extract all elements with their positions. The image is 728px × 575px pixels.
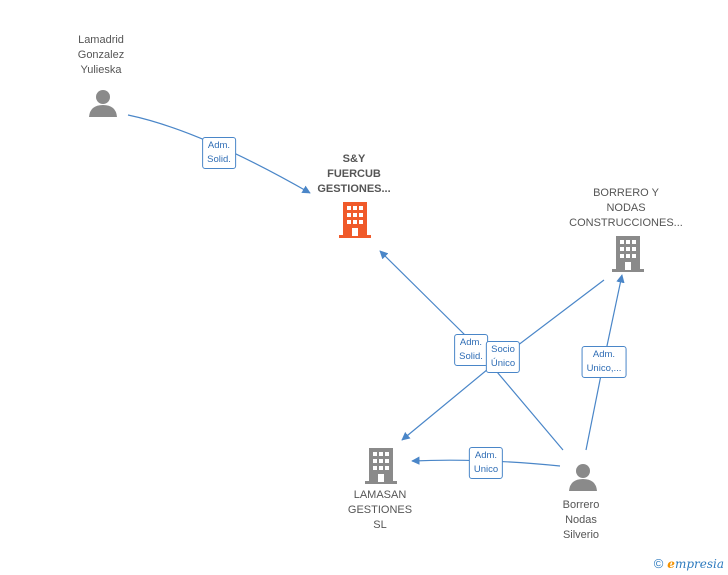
building-icon[interactable] bbox=[339, 202, 371, 238]
person-icon[interactable] bbox=[568, 462, 598, 492]
copyright-symbol: © bbox=[653, 556, 664, 571]
relation-tag-socio-unico[interactable]: Socio Único bbox=[485, 341, 521, 373]
relation-tag-adm-unico[interactable]: Adm. Unico bbox=[468, 447, 504, 479]
node-lamasan-label[interactable]: LAMASAN GESTIONES SL bbox=[347, 489, 413, 531]
empresia-logo: empresia bbox=[667, 556, 724, 571]
building-icon[interactable] bbox=[365, 448, 397, 484]
relation-tag-adm-unico[interactable]: Adm. Unico,... bbox=[581, 346, 627, 378]
building-icon[interactable] bbox=[612, 236, 644, 272]
node-silverio-label[interactable]: Borrero Nodas Silverio bbox=[562, 499, 600, 541]
person-icon[interactable] bbox=[88, 88, 118, 118]
node-lamadrid-label[interactable]: Lamadrid Gonzalez Yulieska bbox=[77, 34, 125, 76]
relation-tag-adm-solid[interactable]: Adm. Solid. bbox=[202, 137, 236, 169]
relation-tag-adm-solid[interactable]: Adm. Solid. bbox=[454, 334, 488, 366]
node-sy-label[interactable]: S&Y FUERCUB GESTIONES... bbox=[317, 153, 391, 195]
node-const-label[interactable]: BORRERO Y NODAS CONSTRUCCIONES... bbox=[569, 187, 683, 229]
footer-brand[interactable]: © empresia bbox=[654, 556, 724, 571]
